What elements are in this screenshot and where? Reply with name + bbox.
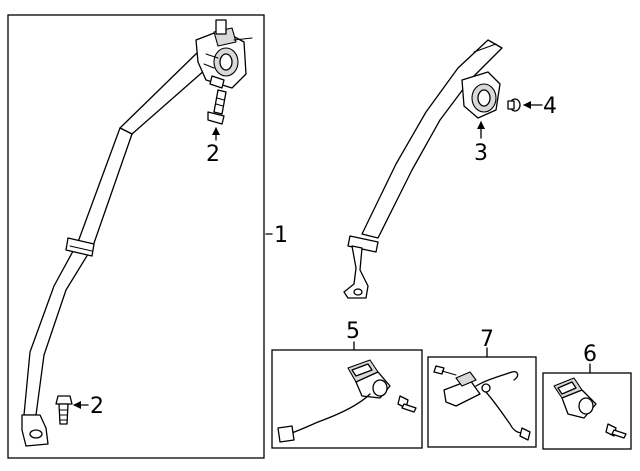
part-5-frame xyxy=(271,349,423,449)
callout-7: 7 xyxy=(480,327,494,352)
callout-1: 1 xyxy=(274,223,288,248)
callout-3: 3 xyxy=(474,141,488,166)
retainer-clip xyxy=(507,98,521,112)
buckle-assembly-6 xyxy=(553,377,627,439)
callout-2b: 2 xyxy=(90,394,104,419)
retractor-bolt xyxy=(207,89,227,125)
sensor-harness-7 xyxy=(433,365,531,441)
callout-5: 5 xyxy=(346,319,360,344)
anchor-bolt xyxy=(55,395,73,425)
callout-6: 6 xyxy=(583,342,597,367)
part-6-frame xyxy=(542,372,632,450)
callout-4: 4 xyxy=(543,94,557,119)
front-seat-belt-assembly xyxy=(21,19,253,447)
part-7-frame xyxy=(427,356,537,448)
part-1-frame xyxy=(7,14,265,459)
rear-seat-belt-assembly xyxy=(343,39,503,299)
buckle-assembly-5 xyxy=(277,359,417,443)
callout-2a: 2 xyxy=(206,142,220,167)
